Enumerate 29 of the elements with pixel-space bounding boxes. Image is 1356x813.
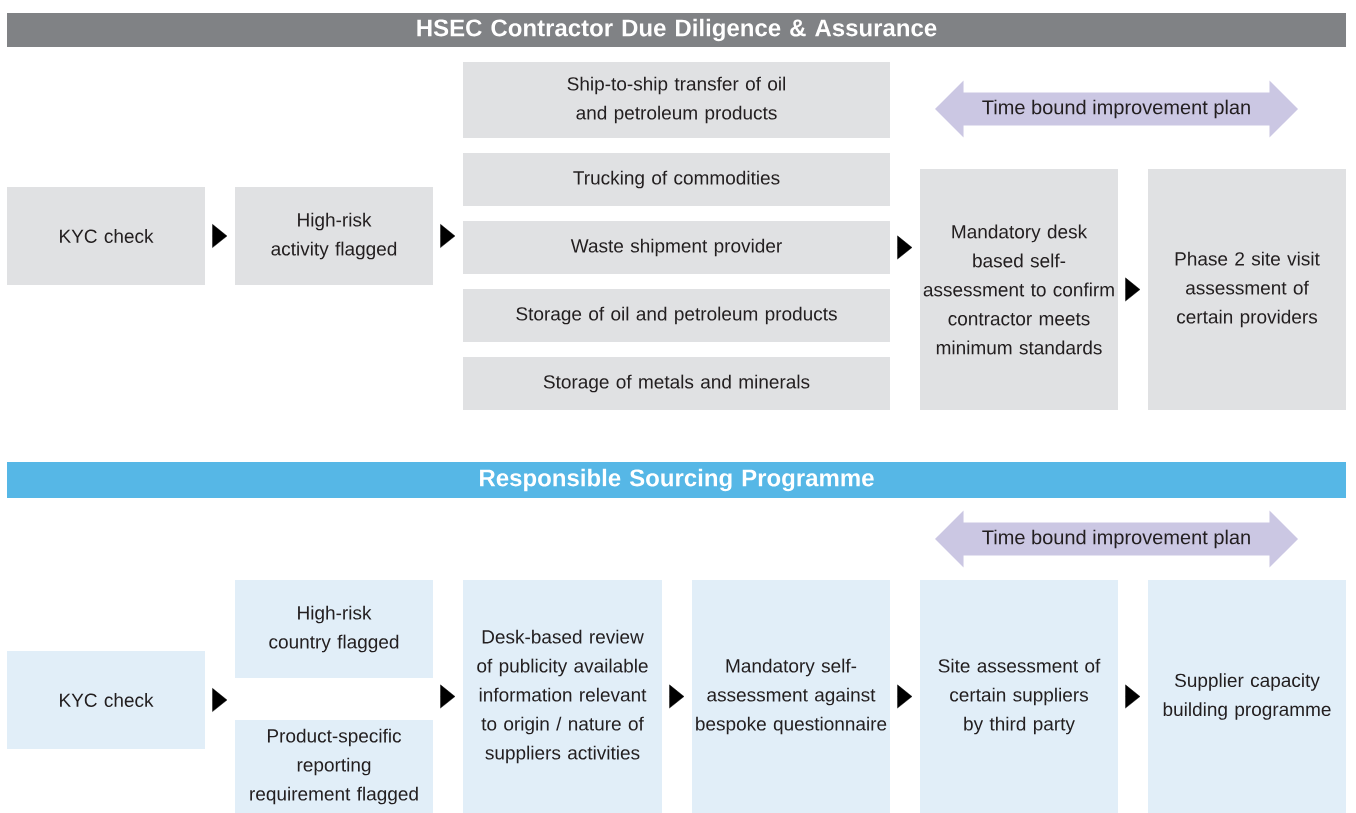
process-box: Site assessment of certain suppliers by third party (920, 580, 1118, 813)
process-box: Desk-based review of publicity available information relevant to origin / nature of suppliers activities (463, 580, 662, 813)
process-box: Supplier capacity building programme (1148, 580, 1346, 813)
arrow (1125, 277, 1141, 302)
process-box: Phase 2 site visit assessment of certain providers (1148, 169, 1346, 410)
process-box: Trucking of commodities (463, 153, 890, 206)
process-box: High-risk activity flagged (235, 187, 433, 285)
arrow (897, 684, 913, 709)
process-box: Waste shipment provider (463, 221, 890, 274)
double-arrow-banner: Time bound improvement plan (935, 80, 1298, 138)
process-box: KYC check (7, 651, 205, 749)
arrow (440, 224, 456, 248)
process-box: High-risk country flagged (235, 580, 433, 678)
double-arrow-banner: Time bound improvement plan (935, 510, 1298, 568)
arrow (897, 235, 913, 260)
arrow (212, 688, 228, 712)
process-box: Storage of oil and petroleum products (463, 289, 890, 342)
arrow (669, 684, 685, 709)
process-box: KYC check (7, 187, 205, 285)
arrow (440, 684, 456, 709)
process-box: Storage of metals and minerals (463, 357, 890, 410)
process-box: Mandatory desk based self-assessment to confirm contractor meets minimum standards (920, 169, 1118, 410)
process-box: Ship-to-ship transfer of oil and petroleum products (463, 62, 890, 138)
arrow (212, 224, 228, 248)
header-band: Responsible Sourcing Programme (7, 462, 1346, 498)
process-box: Product-specific reporting requirement flagged (235, 720, 433, 813)
process-box: Mandatory self-assessment against bespoke questionnaire (692, 580, 890, 813)
arrow (1125, 684, 1141, 709)
header-band: HSEC Contractor Due Diligence & Assurance (7, 13, 1346, 47)
